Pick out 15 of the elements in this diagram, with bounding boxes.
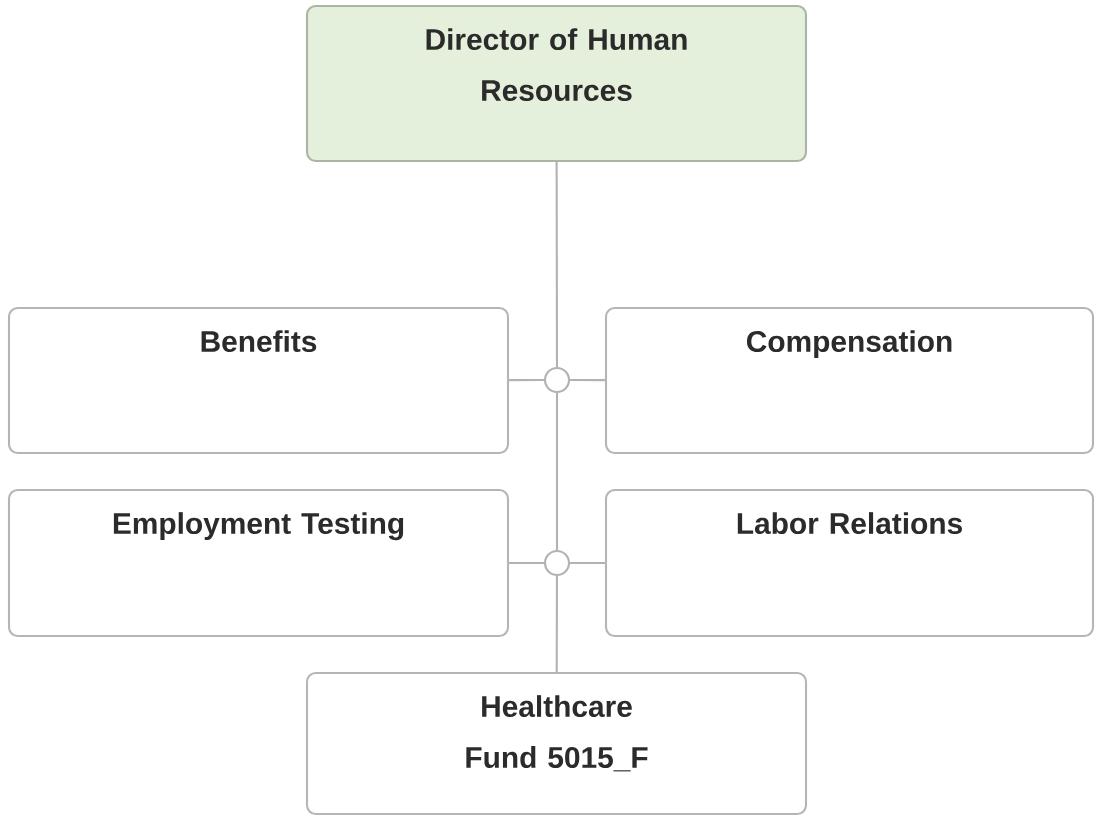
connector-line bbox=[570, 561, 605, 565]
org-box: Healthcare Fund 5015_F bbox=[305, 671, 808, 816]
org-box: Benefits bbox=[7, 306, 510, 455]
connector-line bbox=[555, 393, 559, 550]
org-box: Director of Human Resources bbox=[305, 4, 808, 163]
connector-line bbox=[509, 561, 544, 565]
junction-circle bbox=[543, 549, 571, 577]
connector-line bbox=[570, 378, 605, 382]
org-box: Compensation bbox=[604, 306, 1095, 455]
junction-circle bbox=[543, 366, 571, 394]
connector-line bbox=[509, 378, 544, 382]
connector-line bbox=[555, 162, 559, 367]
connector-line bbox=[555, 576, 559, 672]
org-box: Employment Testing bbox=[7, 488, 510, 638]
org-box: Labor Relations bbox=[604, 488, 1095, 638]
